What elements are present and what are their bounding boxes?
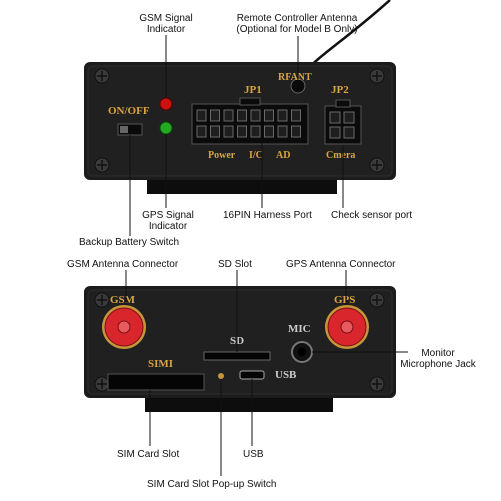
gps-signal-callout: GPS Signal Indicator bbox=[122, 210, 214, 232]
gsm-signal-line2: Indicator bbox=[146, 24, 186, 35]
remote-line1: Remote Controller Antenna bbox=[236, 13, 358, 24]
harness-pin bbox=[223, 125, 234, 138]
rfant-label: RFANT bbox=[278, 72, 312, 83]
harness-callout: 16PIN Harness Port bbox=[223, 210, 312, 221]
harness-pin bbox=[237, 109, 247, 122]
jack-hole bbox=[298, 348, 306, 356]
on-off-label: ON/OFF bbox=[108, 105, 150, 117]
monitor-line1: Monitor bbox=[421, 348, 455, 359]
camera-pin bbox=[343, 126, 355, 139]
gps-antenna-connector[interactable] bbox=[325, 305, 369, 349]
bottom-leader-lines bbox=[125, 270, 408, 476]
harness-pin bbox=[250, 125, 261, 138]
sd-slot[interactable] bbox=[203, 351, 271, 361]
screw-icon bbox=[94, 292, 385, 392]
top-leader-lines bbox=[129, 35, 344, 236]
harness-pin bbox=[210, 109, 220, 122]
gsm-signal-callout: GSM Signal Indicator bbox=[120, 13, 212, 35]
io-label: I/C bbox=[249, 150, 263, 161]
gps-signal-line1: GPS Signal bbox=[142, 210, 194, 221]
sim-popup-callout: SIM Card Slot Pop-up Switch bbox=[147, 479, 277, 490]
usb-panel-label: USB bbox=[275, 369, 297, 381]
top-device: ON/OFF JP1 JP2 RFANT Power I/C AD Cmera bbox=[84, 0, 396, 194]
harness-pin bbox=[264, 109, 274, 122]
harness-pin bbox=[250, 109, 261, 122]
power-label: Power bbox=[208, 150, 236, 161]
gsm-panel-label: GSM bbox=[110, 294, 136, 306]
gsm-antenna-connector[interactable] bbox=[102, 305, 146, 349]
bottom-device: GSM GPS SD MIC SIMI USB bbox=[84, 286, 396, 412]
gps-signal-line2: Indicator bbox=[148, 221, 188, 232]
sd-slot-callout: SD Slot bbox=[218, 259, 252, 270]
usb-port[interactable] bbox=[239, 370, 265, 380]
gps-panel-label: GPS bbox=[334, 294, 355, 306]
monitor-callout: Monitor Microphone Jack bbox=[388, 348, 488, 370]
harness-pins bbox=[196, 109, 301, 138]
harness-pin bbox=[196, 109, 207, 122]
harness-pin bbox=[277, 109, 288, 122]
sensor-callout: Check sensor port bbox=[331, 210, 413, 221]
gsm-led-icon bbox=[159, 97, 173, 111]
sim-popup-switch[interactable] bbox=[218, 373, 224, 379]
harness-latch bbox=[239, 97, 261, 106]
harness-pin bbox=[237, 125, 247, 138]
remote-antenna-callout: Remote Controller Antenna (Optional for … bbox=[222, 13, 372, 35]
gps-led-icon bbox=[159, 121, 173, 135]
simi-panel-label: SIMI bbox=[148, 358, 173, 370]
jp2-label: JP2 bbox=[331, 84, 349, 96]
gsm-antenna-callout: GSM Antenna Connector bbox=[67, 259, 179, 270]
monitor-line2: Microphone Jack bbox=[400, 359, 476, 370]
harness-pin bbox=[264, 125, 274, 138]
sim-slot-callout: SIM Card Slot bbox=[117, 449, 180, 460]
switch-knob bbox=[120, 126, 128, 133]
harness-pin bbox=[291, 125, 301, 138]
gps-antenna-callout: GPS Antenna Connector bbox=[286, 259, 396, 270]
jp1-label: JP1 bbox=[244, 84, 262, 96]
camera-label: Cmera bbox=[326, 150, 355, 161]
camera-latch bbox=[335, 99, 351, 108]
harness-pin bbox=[210, 125, 220, 138]
camera-pin bbox=[329, 111, 341, 124]
gsm-signal-line1: GSM Signal bbox=[139, 13, 193, 24]
sim-card-slot[interactable] bbox=[107, 373, 205, 391]
harness-pin bbox=[196, 125, 207, 138]
bottom-device-panel bbox=[87, 289, 393, 395]
harness-pin bbox=[277, 125, 288, 138]
mic-panel-label: MIC bbox=[288, 323, 311, 335]
backup-battery-callout: Backup Battery Switch bbox=[79, 237, 180, 248]
usb-callout: USB bbox=[243, 449, 264, 460]
camera-pins bbox=[329, 111, 355, 139]
harness-pin bbox=[291, 109, 301, 122]
ad-label: AD bbox=[276, 150, 290, 161]
harness-connector bbox=[191, 103, 309, 145]
screw-icon bbox=[94, 68, 385, 173]
remote-line2: (Optional for Model B Only) bbox=[236, 24, 358, 35]
camera-pin bbox=[343, 111, 355, 124]
camera-pin bbox=[329, 126, 341, 139]
harness-pin bbox=[223, 109, 234, 122]
